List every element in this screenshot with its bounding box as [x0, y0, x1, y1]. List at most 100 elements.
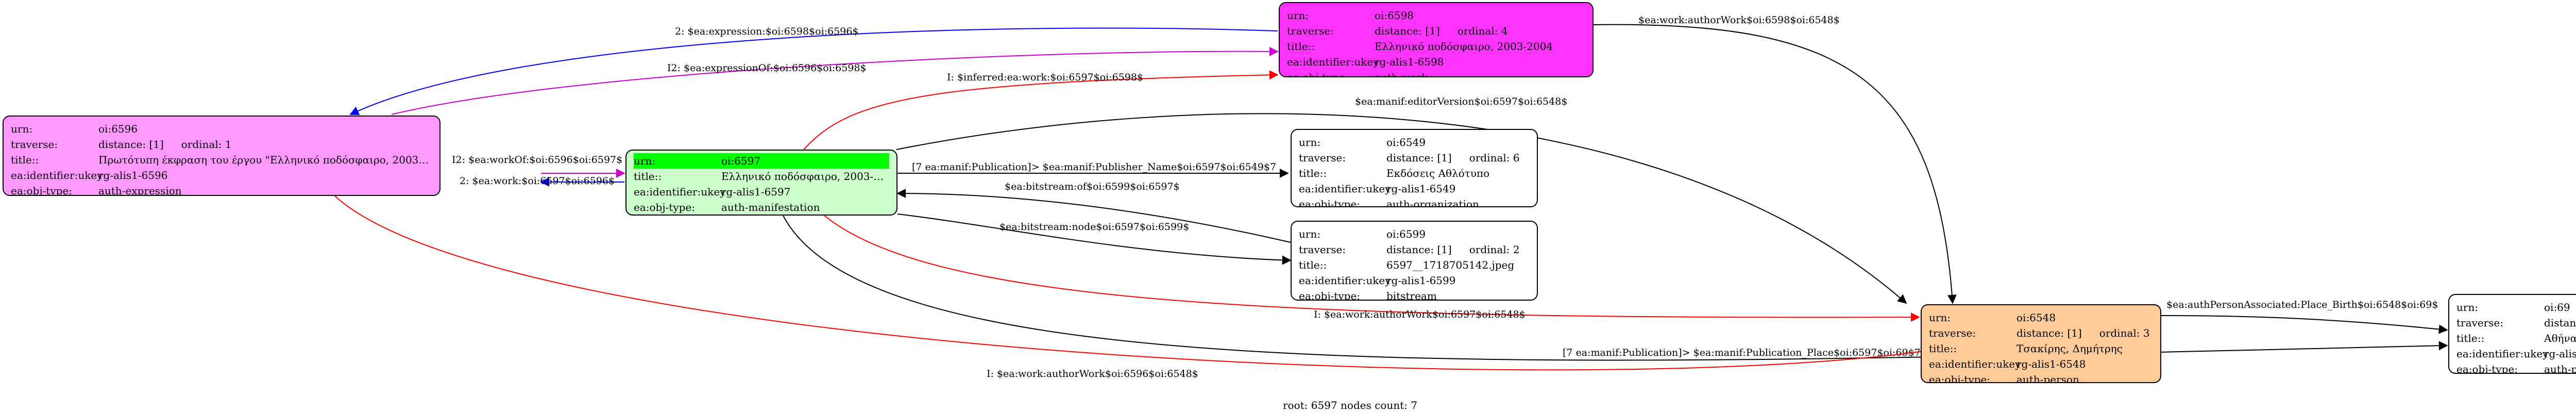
- key-urn: urn:: [634, 155, 656, 167]
- key-traverse: traverse:: [1299, 243, 1346, 256]
- key-urn: urn:: [1929, 311, 1951, 324]
- key-title: title::: [1287, 40, 1315, 53]
- node-ordinal: 3: [2143, 327, 2150, 339]
- node-objtype: auth-place: [2544, 363, 2576, 374]
- key-objtype: ea:obj-type:: [1299, 290, 1361, 301]
- edge-authorWork-6597-6548: [824, 215, 1920, 322]
- edge-inferred-work-6597-6598: [803, 70, 1279, 150]
- node-identifier: rg-alis1-6549: [1386, 183, 1456, 195]
- edge-bitstream-node-6597-6599: [897, 213, 1292, 265]
- node-title: Εκδόσεις Αθλότυπο: [1386, 167, 1490, 179]
- node-urn: oi:6596: [98, 123, 138, 135]
- key-identifier: ea:identifier:ukey: [1929, 358, 2021, 370]
- node-ordinal: 2: [1513, 243, 1520, 256]
- edge-publication-place-6597-69: [783, 215, 2448, 361]
- key-urn: urn:: [1299, 228, 1321, 240]
- key-ordinal: ordinal:: [181, 138, 222, 151]
- edge-label-e14: I: $ea:work:authorWork$oi:6596$oi:6548$: [987, 368, 1198, 380]
- node-ordinal: 1: [225, 138, 232, 151]
- node-title: 6597__1718705142.jpeg: [1386, 259, 1515, 271]
- key-title: title::: [1929, 342, 1957, 355]
- key-identifier: ea:identifier:ukey: [634, 186, 726, 198]
- node-urn: oi:6599: [1386, 228, 1426, 240]
- edge-expression-6598-6596: [349, 27, 1278, 116]
- node-title: Πρωτότυπη έκφραση του έργου "Ελληνικό πο…: [98, 154, 432, 166]
- node-oi-6598[interactable]: urn:oi:6598 traverse:distance: [1]ordina…: [1279, 2, 1594, 77]
- node-identifier: rg-alis1-6598: [1375, 56, 1444, 68]
- edge-label-e2: I2: $ea:expressionOf:$oi:6596$oi:6598$: [667, 62, 867, 74]
- key-identifier: ea:identifier:ukey: [1299, 183, 1391, 195]
- node-identifier: rg-alis1-6548: [2016, 358, 2086, 370]
- key-title: title::: [1299, 167, 1327, 179]
- key-title: title::: [634, 170, 662, 183]
- edge-place-birth-6548-69: [2161, 315, 2448, 334]
- node-objtype: auth-manifestation: [721, 201, 820, 213]
- edge-label-e6: 2: $ea:work:$oi:6597$oi:6596$: [460, 175, 615, 187]
- node-identifier: rg-alis1-69: [2544, 348, 2576, 360]
- node-oi-6549[interactable]: urn:oi:6549 traverse:distance: [1]ordina…: [1291, 129, 1538, 207]
- edge-authorWork-6598-6548: [1591, 24, 1957, 304]
- node-objtype: auth-person: [2016, 373, 2079, 383]
- node-objtype: auth-organization: [1386, 198, 1479, 207]
- key-identifier: ea:identifier:ukey: [1299, 274, 1391, 287]
- node-urn: oi:6548: [2016, 311, 2056, 324]
- key-objtype: ea:obj-type:: [2456, 363, 2518, 374]
- key-objtype: ea:obj-type:: [1299, 198, 1361, 207]
- node-urn: oi:6597: [721, 155, 761, 167]
- edge-editorVersion-6597-6548: [896, 113, 1907, 304]
- key-ordinal: ordinal:: [1469, 243, 1510, 256]
- key-title: title::: [1299, 259, 1327, 271]
- edge-label-e12: $ea:authPersonAssociated:Place_Birth$oi:…: [2166, 299, 2438, 310]
- edge-label-e4: $ea:work:authorWork$oi:6598$oi:6548$: [1638, 14, 1840, 26]
- node-urn: oi:69: [2544, 301, 2570, 314]
- key-urn: urn:: [1287, 9, 1309, 22]
- key-objtype: ea:obj-type:: [1287, 71, 1349, 77]
- edge-label-e7: $ea:manif:editorVersion$oi:6597$oi:6548$: [1355, 96, 1567, 107]
- node-distance: distance: [1]: [2016, 327, 2082, 339]
- key-title: title::: [11, 154, 39, 166]
- node-objtype: auth-work: [1375, 71, 1428, 77]
- node-title: Ελληνικό ποδόσφαιρο, 2003-2004: [1375, 40, 1553, 53]
- edge-label-e5: I2: $ea:workOf:$oi:6596$oi:6597$: [452, 154, 622, 166]
- node-identifier: rg-alis1-6597: [721, 186, 791, 198]
- node-urn: oi:6598: [1375, 9, 1414, 22]
- key-traverse: traverse:: [1287, 25, 1334, 37]
- graph-footer: root: 6597 nodes count: 7: [1283, 399, 1417, 411]
- node-title: Αθήνα: [2544, 332, 2576, 344]
- key-objtype: ea:obj-type:: [1929, 373, 1991, 383]
- key-urn: urn:: [2456, 301, 2479, 314]
- node-oi-6599[interactable]: urn: oi:6599 traverse: distance: [1] ordina…: [1291, 221, 1538, 301]
- node-oi-6597[interactable]: urn: oi:6597 title::Ελληνικό ποδόσφαιρο, …: [625, 150, 897, 216]
- edge-label-e13: [7 ea:manif:Publication]> $ea:manif:Publ…: [1563, 347, 1921, 358]
- node-urn: oi:6549: [1386, 136, 1426, 149]
- key-urn: urn:: [11, 123, 33, 135]
- edge-label-e9: $ea:bitstream:of$oi:6599$oi:6597$: [1005, 181, 1180, 192]
- key-objtype: ea:obj-type:: [634, 201, 696, 213]
- key-traverse: traverse:: [2456, 317, 2504, 329]
- key-objtype: ea:obj-type:: [11, 185, 73, 196]
- key-traverse: traverse:: [11, 138, 58, 151]
- edge-label-e1: 2: $ea:expression:$oi:6598$oi:6596$: [675, 26, 859, 37]
- node-distance: distance: [1]: [98, 138, 164, 151]
- node-distance: distance: [1]: [1386, 152, 1452, 164]
- key-title: title::: [2456, 332, 2485, 344]
- node-oi-6548[interactable]: urn:oi:6548 traverse:distance: [1]ordina…: [1921, 304, 2161, 383]
- key-identifier: ea:identifier:ukey: [2456, 348, 2549, 360]
- edge-label-e8: [7 ea:manif:Publication]> $ea:manif:Publ…: [912, 161, 1276, 173]
- key-identifier: ea:identifier:ukey: [1287, 56, 1379, 68]
- node-title: Τσακίρης, Δημήτρης: [2016, 342, 2123, 355]
- node-objtype: auth-expression: [98, 185, 182, 196]
- node-oi-6596[interactable]: urn: oi:6596 traverse: distance: [1] ordina…: [3, 116, 440, 196]
- node-oi-69[interactable]: urn:oi:69 traverse:distance: [1]ordinal:…: [2448, 294, 2576, 374]
- edge-label-e3: I: $inferred:ea:work:$oi:6597$oi:6598$: [947, 72, 1143, 83]
- node-urn-highlight: urn: oi:6597: [634, 153, 889, 169]
- edge-expressionOf-6596-6598: [391, 46, 1279, 115]
- node-distance: distance: [1]: [1386, 243, 1452, 256]
- node-identifier: rg-alis1-6596: [98, 169, 168, 182]
- node-ordinal: 4: [1501, 25, 1508, 37]
- node-title: Ελληνικό ποδόσφαιρο, 2003-2004: [721, 170, 889, 183]
- edge-label-e10: $ea:bitstream:node$oi:6597$oi:6599$: [999, 221, 1189, 233]
- key-identifier: ea:identifier:ukey: [11, 169, 103, 182]
